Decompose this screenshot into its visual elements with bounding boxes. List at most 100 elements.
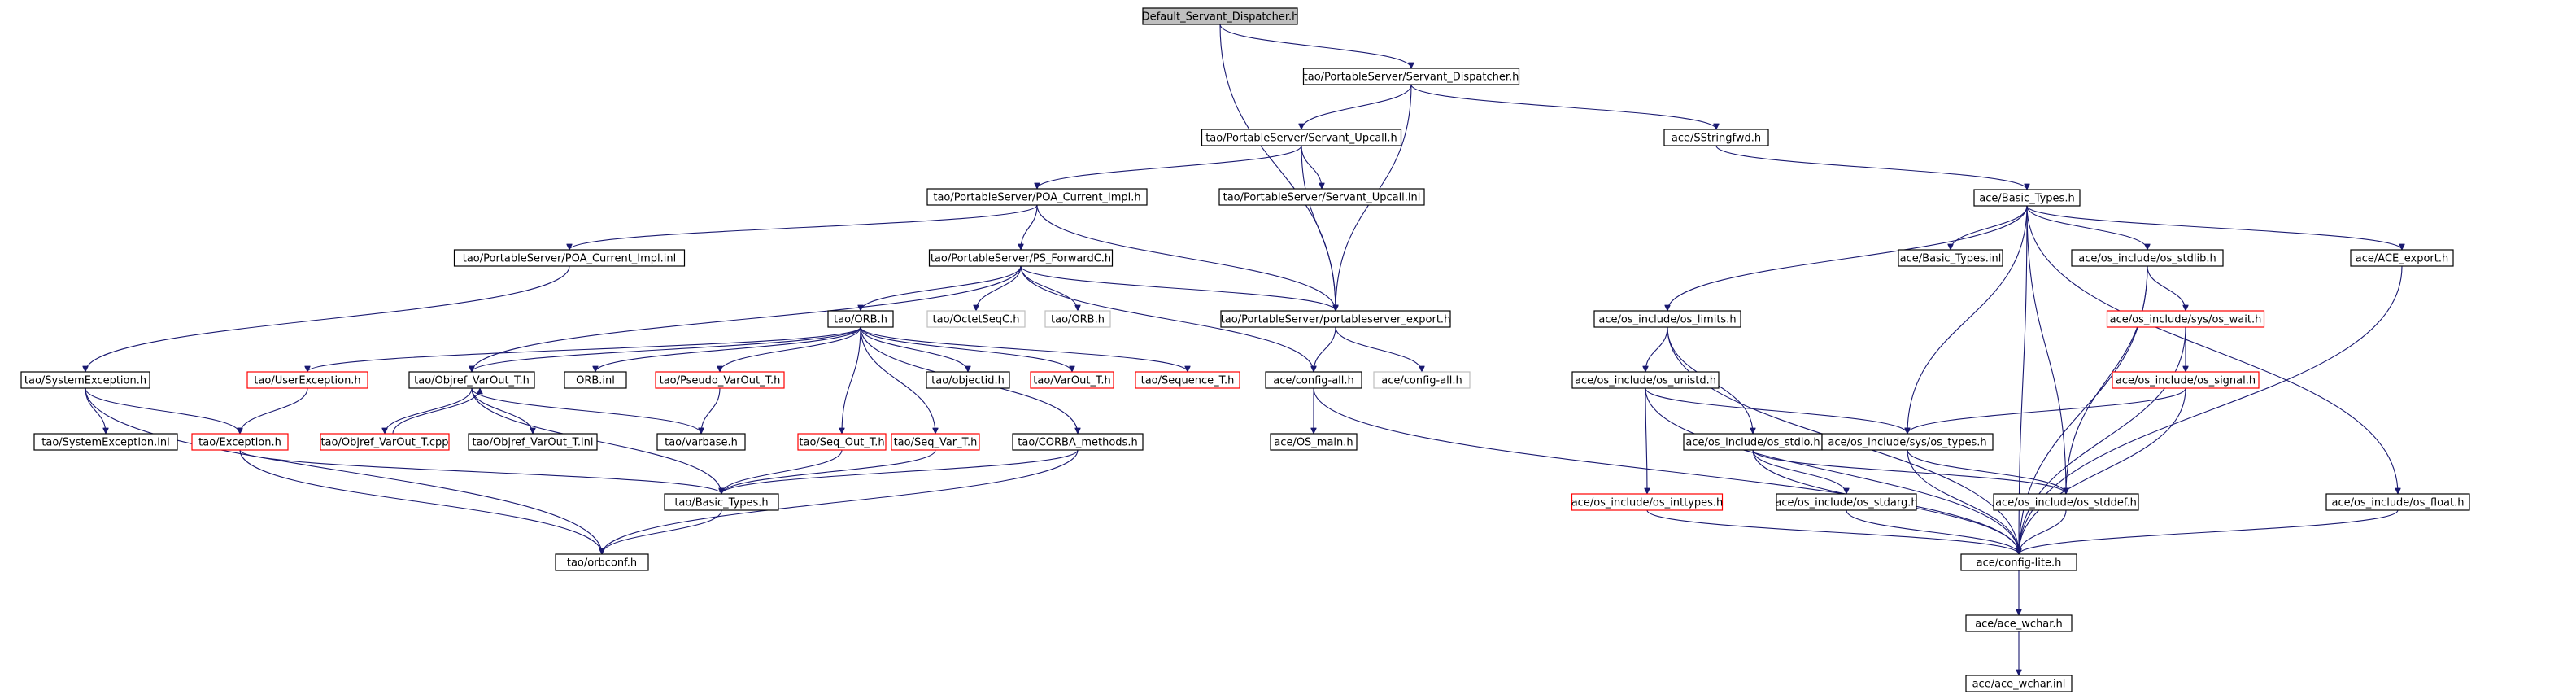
node-acewchar[interactable]: ace/ace_wchar.h [1965,614,2073,632]
node-box-taobt [664,493,779,511]
node-userexc[interactable]: tao/UserException.h [246,371,368,389]
node-orb[interactable]: tao/ORB.h [827,310,894,328]
node-label-taobt: tao/Basic_Types.h [674,497,768,509]
node-label-ossignal: ace/os_include/os_signal.h [2116,375,2256,387]
node-ostypes[interactable]: ace/os_include/sys/os_types.h [1821,433,1994,451]
node-btace[interactable]: ace/Basic_Types.h [1973,189,2081,207]
node-acewcharinl[interactable]: ace/ace_wchar.inl [1965,675,2073,692]
node-poacurinl[interactable]: tao/PortableServer/POA_Current_Impl.inl [453,249,686,267]
node-box-root [1142,7,1298,25]
node-label-seqt: tao/Sequence_T.h [1141,375,1235,387]
node-seqt[interactable]: tao/Sequence_T.h [1135,371,1240,389]
node-psexp[interactable]: tao/PortableServer/portableserver_export… [1220,310,1451,328]
node-label-varbase: tao/varbase.h [665,437,738,449]
edge-objvar-to-objvarinl [471,387,533,434]
edge-objvar-to-varbase [471,387,701,434]
node-cfglite[interactable]: ace/config-lite.h [1960,553,2077,571]
node-label-varout: tao/VarOut_T.h [1033,375,1110,387]
node-label-root: Default_Servant_Dispatcher.h [1142,11,1299,24]
node-sysexc[interactable]: tao/SystemException.h [20,371,150,389]
edge-root-to-psexp [1219,24,1336,311]
node-label-seqvar: tao/Seq_Var_T.h [894,437,978,449]
node-su[interactable]: tao/PortableServer/Servant_Upcall.h [1201,129,1402,146]
node-osmain[interactable]: ace/OS_main.h [1270,433,1358,451]
edge-taobt-to-orbconf [602,509,722,554]
node-box-objvarinl [468,433,598,451]
edge-orb-to-objectid [860,326,968,372]
node-sd[interactable]: tao/PortableServer/Servant_Dispatcher.h [1302,68,1520,85]
node-btinl[interactable]: ace/Basic_Types.inl [1898,249,2003,267]
node-label-acewchar: ace/ace_wchar.h [1975,618,2063,631]
node-osfloat[interactable]: ace/os_include/os_float.h [2325,493,2470,511]
node-cfgall[interactable]: ace/config-all.h [1265,371,1362,389]
node-label-acewcharinl: ace/ace_wchar.inl [1972,679,2066,691]
node-pseudo[interactable]: tao/Pseudo_VarOut_T.h [655,371,785,389]
node-orbconf[interactable]: tao/orbconf.h [555,553,649,571]
node-label-suinl: tao/PortableServer/Servant_Upcall.inl [1223,192,1421,204]
node-label-orbconf: tao/orbconf.h [567,557,637,570]
edge-corba-to-orbconf [602,449,1079,554]
edge-ossignal-to-ostypes [1907,387,2186,434]
node-label-objvarinl: tao/Objref_VarOut_T.inl [473,437,594,449]
node-exc[interactable]: tao/Exception.h [191,433,289,451]
node-box-seqt [1135,371,1240,389]
node-box-osstdarg [1776,493,1917,511]
edge-orb-to-seqvar [860,326,935,434]
node-cfgallgray: ace/config-all.h [1373,371,1471,389]
node-label-poacur: tao/PortableServer/POA_Current_Impl.h [933,192,1140,204]
edge-osstdarg-to-cfglite [1846,509,2019,554]
node-label-osstdarg: ace/os_include/os_stdarg.h [1775,497,1917,509]
node-label-osunistd: ace/os_include/os_unistd.h [1575,375,1716,387]
node-box-corba [1012,433,1144,451]
node-osinttypes[interactable]: ace/os_include/os_inttypes.h [1571,493,1724,511]
node-box-orb [827,310,894,328]
node-seqvar[interactable]: tao/Seq_Var_T.h [891,433,980,451]
node-box-poacur [926,188,1148,206]
node-seqout[interactable]: tao/Seq_Out_T.h [797,433,887,451]
edge-osinttypes-to-cfglite [1646,509,2019,554]
node-box-pseudo [655,371,785,389]
edge-orb-to-varout [860,326,1072,372]
node-label-corba: tao/CORBA_methods.h [1018,437,1137,449]
node-objvarcpp[interactable]: tao/Objref_VarOut_T.cpp [320,433,450,451]
edge-exc-to-orbconf [239,449,602,554]
edge-orb-to-orbinl [595,326,861,372]
node-corba[interactable]: tao/CORBA_methods.h [1012,433,1144,451]
node-box-osinttypes [1571,493,1724,511]
node-box-cfgallgray [1373,371,1471,389]
node-osstddef[interactable]: ace/os_include/os_stddef.h [1993,493,2139,511]
node-psfwd[interactable]: tao/PortableServer/PS_ForwardC.h [928,249,1114,267]
node-label-osinttypes: ace/os_include/os_inttypes.h [1571,497,1724,509]
node-label-psfwd: tao/PortableServer/PS_ForwardC.h [931,253,1111,265]
node-label-osmain: ace/OS_main.h [1274,437,1353,449]
node-varbase[interactable]: tao/varbase.h [656,433,746,451]
node-box-objectid [926,371,1010,389]
node-aceexp[interactable]: ace/ACE_export.h [2350,249,2454,267]
node-label-oslimits: ace/os_include/os_limits.h [1598,314,1736,326]
node-box-cfgall [1265,371,1362,389]
node-ossignal[interactable]: ace/os_include/os_signal.h [2112,371,2260,389]
node-osunistd[interactable]: ace/os_include/os_unistd.h [1571,371,1720,389]
node-osstdlib[interactable]: ace/os_include/os_stdlib.h [2071,249,2224,267]
edge-sfwd-to-btace [1715,145,2027,190]
node-box-exc [191,433,289,451]
node-varout[interactable]: tao/VarOut_T.h [1030,371,1114,389]
edge-corba-to-taobt [721,449,1079,494]
node-sysexcinl[interactable]: tao/SystemException.inl [33,433,178,451]
node-oswait[interactable]: ace/os_include/sys/os_wait.h [2106,310,2265,328]
node-objectid[interactable]: tao/objectid.h [926,371,1010,389]
edge-osstdio-to-osstdarg [1752,449,1846,494]
node-objvar[interactable]: tao/Objref_VarOut_T.h [408,371,535,389]
node-poacur[interactable]: tao/PortableServer/POA_Current_Impl.h [926,188,1148,206]
node-osstdio[interactable]: ace/os_include/os_stdio.h [1683,433,1823,451]
node-oslimits[interactable]: ace/os_include/os_limits.h [1593,310,1741,328]
node-label-sd: tao/PortableServer/Servant_Dispatcher.h [1304,72,1519,84]
node-orbinl[interactable]: ORB.inl [564,371,627,389]
node-osstdarg[interactable]: ace/os_include/os_stdarg.h [1775,493,1918,511]
node-suinl[interactable]: tao/PortableServer/Servant_Upcall.inl [1218,188,1425,206]
node-objvarinl[interactable]: tao/Objref_VarOut_T.inl [468,433,598,451]
node-label-btinl: ace/Basic_Types.inl [1900,253,2002,265]
node-taobt[interactable]: tao/Basic_Types.h [664,493,779,511]
node-sfwd[interactable]: ace/SStringfwd.h [1663,129,1769,146]
